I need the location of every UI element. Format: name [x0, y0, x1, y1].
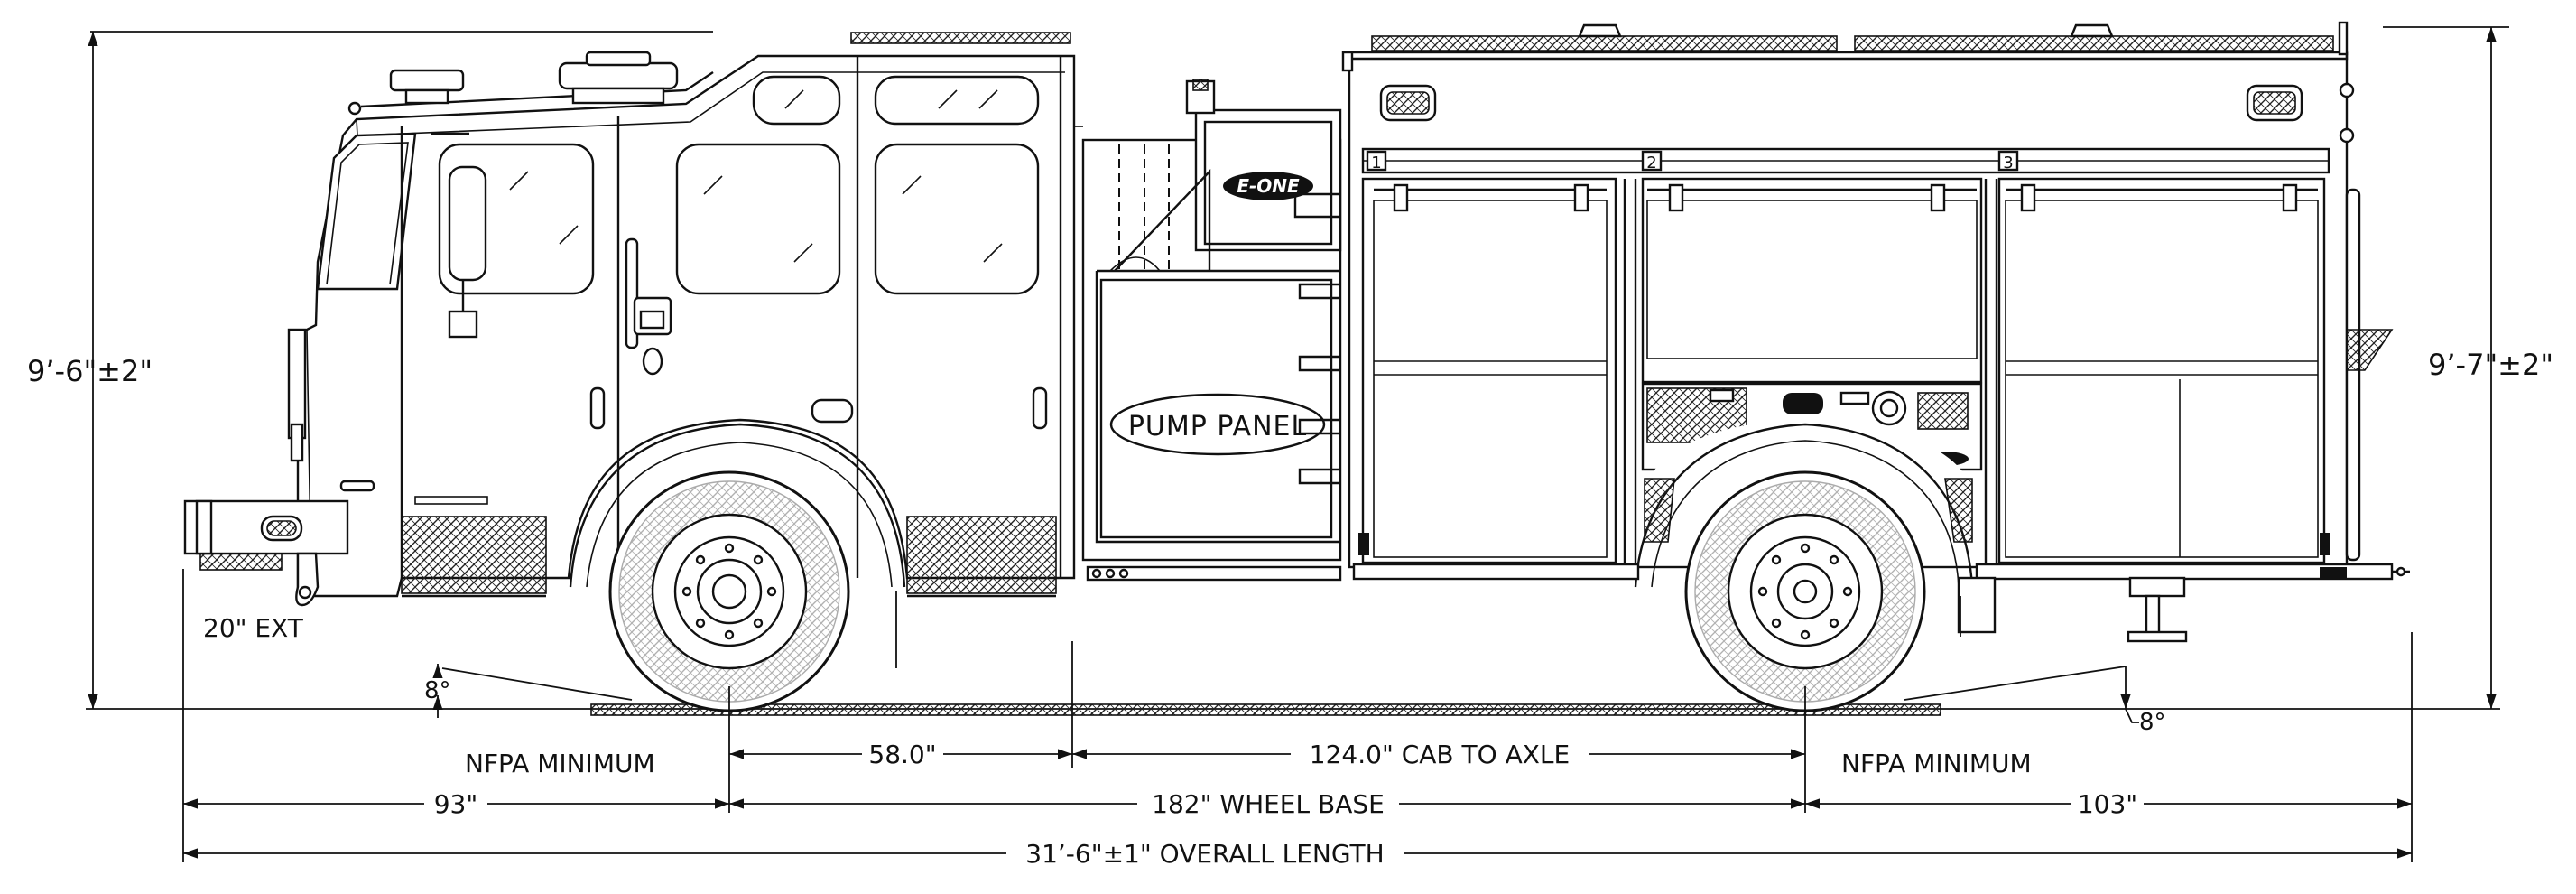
cab-front-to-axle-label: 58.0" [868, 740, 936, 769]
side-mirror [431, 132, 487, 339]
cab [287, 32, 1083, 598]
compartment-number-1: 1 [1371, 154, 1381, 172]
nfpa-rear-label: NFPA MINIMUM [1841, 749, 2032, 778]
approach-angle: 8° NFPA MINIMUM [424, 664, 655, 778]
body-light-rear [2253, 91, 2296, 115]
door-handle-1 [589, 386, 606, 430]
door-handle-2 [1032, 386, 1048, 430]
pump-panel-section: E-ONE PUMP PANEL [1081, 79, 1342, 582]
logo-text: E-ONE [1237, 175, 1300, 197]
departure-angle-label: 8° [2139, 709, 2166, 736]
roof-compartment-cover-1 [1371, 35, 1838, 51]
crew-top-window-2 [874, 75, 1040, 126]
wheel-base-label: 182" WHEEL BASE [1152, 789, 1385, 819]
height-dimension-body: 9’-7"±2" [2383, 26, 2553, 709]
roof-compartment-cover-2 [1854, 35, 2334, 51]
pump-panel-label: PUMP PANEL [1128, 411, 1307, 442]
bumper-extension-label: 20" EXT [203, 613, 304, 643]
windshield [316, 132, 417, 291]
compartment-number-3: 3 [2003, 154, 2013, 172]
approach-angle-label: 8° [424, 677, 451, 704]
wheelbase-dimension: 93" 182" WHEEL BASE 103" [183, 788, 2412, 819]
roof-vent [850, 32, 1071, 44]
cab-to-axle-label: 124.0" CAB TO AXLE [1310, 740, 1570, 769]
crew-top-window-1 [752, 75, 841, 126]
departure-angle: 8° NFPA MINIMUM [1841, 666, 2166, 778]
height-dimension-cab: 9’-6"±2" [27, 31, 713, 709]
cab-to-axle-dimension: 58.0" 124.0" CAB TO AXLE [729, 739, 1805, 769]
roof-siren [558, 51, 679, 105]
cab-step-rear [906, 516, 1057, 594]
overall-length-label: 31’-6"±1" OVERALL LENGTH [1025, 839, 1384, 869]
front-overhang-label: 93" [434, 789, 478, 819]
front-bumper [183, 499, 349, 607]
compartment-3 [1997, 177, 2330, 564]
overall-length-dimension: 31’-6"±1" OVERALL LENGTH [183, 838, 2412, 869]
e-one-logo: E-ONE [1223, 172, 1313, 200]
body-height-label: 9’-7"±2" [2428, 348, 2553, 382]
compartment-1 [1358, 177, 1617, 564]
ground-line [86, 703, 2500, 716]
nfpa-front-label: NFPA MINIMUM [465, 749, 655, 778]
roof-beacon-left [389, 69, 465, 105]
cab-height-label: 9’-6"±2" [27, 354, 153, 388]
crew-window-1 [675, 143, 841, 295]
rear-overhang-label: 103" [2078, 789, 2137, 819]
rear-wheel [1684, 470, 1926, 712]
front-wheel [608, 470, 850, 712]
body-light-front [1386, 91, 1430, 115]
compartment-number-2: 2 [1646, 154, 1656, 172]
crew-window-2 [874, 143, 1040, 295]
cab-step-front [401, 516, 547, 594]
pump-panel-label-oval [1109, 393, 1326, 456]
